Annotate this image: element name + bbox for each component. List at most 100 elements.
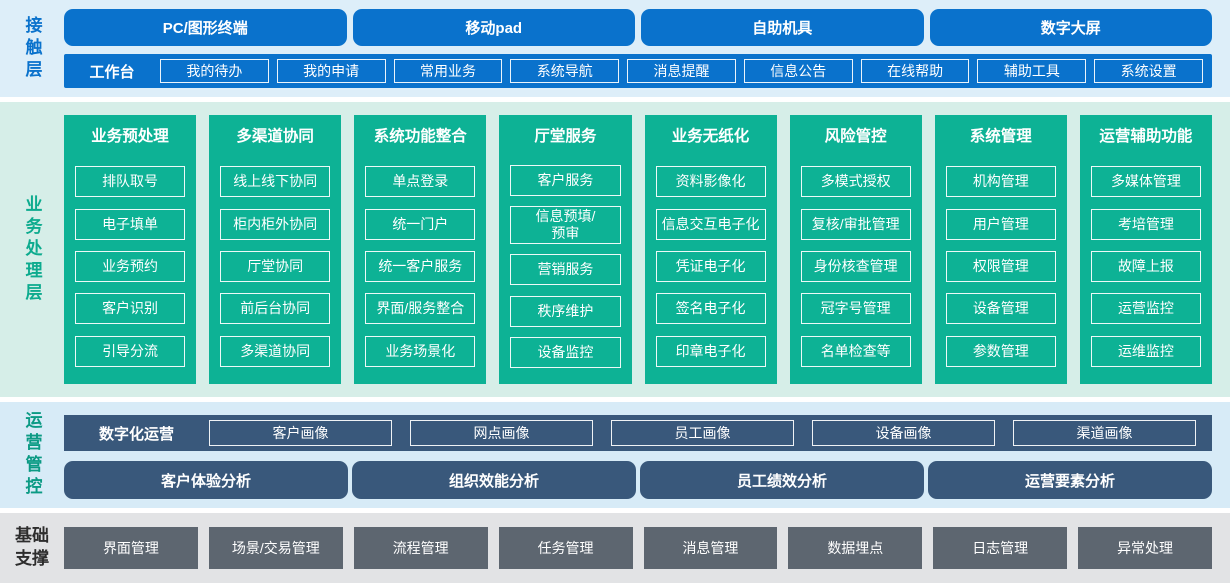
business-column-items: 多模式授权复核/审批管理身份核查管理冠字号管理名单检查等 <box>800 155 911 378</box>
business-item: 运维监控 <box>1090 335 1201 367</box>
business-item: 统一客户服务 <box>365 250 476 282</box>
business-column-title: 运营辅助功能 <box>1099 128 1193 145</box>
business-layer-label: 业务处理层 <box>22 194 42 305</box>
business-column-items: 线上线下协同柜内柜外协同厅堂协同前后台协同多渠道协同 <box>220 155 331 378</box>
portrait-item: 员工画像 <box>611 420 794 446</box>
workbench-item: 常用业务 <box>393 59 503 83</box>
foundation-item: 异常处理 <box>1078 527 1212 569</box>
foundation-item: 流程管理 <box>353 527 488 569</box>
portrait-items: 客户画像网点画像员工画像设备画像渠道画像 <box>209 420 1196 446</box>
business-item: 权限管理 <box>945 250 1056 282</box>
foundation-layer: 基础支撑 界面管理场景/交易管理流程管理任务管理消息管理数据埋点日志管理异常处理 <box>0 513 1230 583</box>
business-column-items: 机构管理用户管理权限管理设备管理参数管理 <box>945 155 1056 378</box>
contact-layer-label: 接触层 <box>22 15 42 82</box>
foundation-item: 数据埋点 <box>788 527 923 569</box>
portrait-item: 渠道画像 <box>1013 420 1196 446</box>
foundation-items: 界面管理场景/交易管理流程管理任务管理消息管理数据埋点日志管理异常处理 <box>64 527 1230 569</box>
business-item: 营销服务 <box>510 254 621 286</box>
business-item: 前后台协同 <box>220 293 331 325</box>
business-column-items: 多媒体管理考培管理故障上报运营监控运维监控 <box>1090 155 1201 378</box>
business-item: 运营监控 <box>1090 293 1201 325</box>
business-item: 用户管理 <box>945 208 1056 240</box>
terminal-box: 数字大屏 <box>929 9 1212 46</box>
workbench-item: 辅助工具 <box>977 59 1087 83</box>
foundation-item: 场景/交易管理 <box>208 527 343 569</box>
business-item: 厅堂协同 <box>220 250 331 282</box>
business-column-title: 业务无纸化 <box>671 128 750 145</box>
foundation-item: 日志管理 <box>933 527 1068 569</box>
analysis-box: 运营要素分析 <box>928 461 1212 499</box>
business-layer-content: 业务预处理 排队取号电子填单业务预约客户识别引导分流 多渠道协同 线上线下协同柜… <box>64 102 1230 397</box>
business-column: 业务无纸化 资料影像化信息交互电子化凭证电子化签名电子化印章电子化 <box>644 115 777 384</box>
business-item: 业务场景化 <box>365 335 476 367</box>
analysis-box: 客户体验分析 <box>64 461 348 499</box>
terminal-box: 移动pad <box>352 9 635 46</box>
workbench-item: 系统导航 <box>510 59 620 83</box>
business-column: 系统功能整合 单点登录统一门户统一客户服务界面/服务整合业务场景化 <box>354 115 487 384</box>
business-item: 排队取号 <box>75 166 186 198</box>
operations-layer-label: 运营管控 <box>22 411 42 499</box>
business-item: 冠字号管理 <box>800 293 911 325</box>
business-item: 统一门户 <box>365 208 476 240</box>
business-item: 印章电子化 <box>655 335 766 367</box>
analysis-row: 客户体验分析组织效能分析员工绩效分析运营要素分析 <box>64 461 1212 499</box>
operations-layer-content: 数字化运营 客户画像网点画像员工画像设备画像渠道画像 客户体验分析组织效能分析员… <box>64 402 1230 508</box>
business-item: 身份核查管理 <box>800 250 911 282</box>
business-columns: 业务预处理 排队取号电子填单业务预约客户识别引导分流 多渠道协同 线上线下协同柜… <box>64 115 1212 384</box>
analysis-box: 组织效能分析 <box>352 461 636 499</box>
workbench-item: 我的申请 <box>276 59 386 83</box>
business-column: 业务预处理 排队取号电子填单业务预约客户识别引导分流 <box>64 115 197 384</box>
workbench-item: 信息公告 <box>743 59 853 83</box>
workbench-item: 在线帮助 <box>860 59 970 83</box>
terminal-box: 自助机具 <box>641 9 924 46</box>
business-item: 考培管理 <box>1090 208 1201 240</box>
foundation-item: 消息管理 <box>643 527 778 569</box>
business-item: 客户服务 <box>510 165 621 197</box>
business-column-items: 排队取号电子填单业务预约客户识别引导分流 <box>75 155 186 378</box>
business-column-title: 风险管控 <box>824 128 887 145</box>
business-item: 签名电子化 <box>655 293 766 325</box>
business-item: 设备监控 <box>510 336 621 368</box>
business-item: 线上线下协同 <box>220 166 331 198</box>
foundation-item: 界面管理 <box>64 527 198 569</box>
foundation-layer-label: 基础支撑 <box>15 526 49 568</box>
business-column: 风险管控 多模式授权复核/审批管理身份核查管理冠字号管理名单检查等 <box>789 115 922 384</box>
business-item: 信息预填/ 预审 <box>510 206 621 245</box>
business-item: 柜内柜外协同 <box>220 208 331 240</box>
business-layer-label-col: 业务处理层 <box>0 102 64 397</box>
business-item: 故障上报 <box>1090 250 1201 282</box>
business-item: 设备管理 <box>945 293 1056 325</box>
business-column-title: 系统管理 <box>969 128 1032 145</box>
portrait-item: 客户画像 <box>209 420 392 446</box>
business-item: 秩序维护 <box>510 295 621 327</box>
business-item: 复核/审批管理 <box>800 208 911 240</box>
foundation-item: 任务管理 <box>498 527 633 569</box>
business-column-title: 多渠道协同 <box>236 128 314 145</box>
workbench-item: 我的待办 <box>160 59 269 83</box>
analysis-box: 员工绩效分析 <box>640 461 924 499</box>
workbench-label: 工作台 <box>89 63 135 81</box>
workbench-bar: 工作台 我的待办我的申请常用业务系统导航消息提醒信息公告在线帮助辅助工具系统设置 <box>64 54 1212 88</box>
contact-layer-label-col: 接触层 <box>0 0 64 97</box>
business-item: 单点登录 <box>365 166 476 198</box>
workbench-items: 我的待办我的申请常用业务系统导航消息提醒信息公告在线帮助辅助工具系统设置 <box>160 59 1204 83</box>
business-column-title: 厅堂服务 <box>534 128 597 145</box>
business-item: 信息交互电子化 <box>655 208 766 240</box>
business-column: 系统管理 机构管理用户管理权限管理设备管理参数管理 <box>934 115 1067 384</box>
business-column-title: 系统功能整合 <box>373 128 467 145</box>
business-item: 名单检查等 <box>800 335 911 367</box>
portrait-item: 设备画像 <box>812 420 995 446</box>
business-column: 运营辅助功能 多媒体管理考培管理故障上报运营监控运维监控 <box>1079 115 1212 384</box>
business-item: 多媒体管理 <box>1090 166 1201 198</box>
business-column-title: 业务预处理 <box>91 128 169 145</box>
business-item: 凭证电子化 <box>655 250 766 282</box>
terminal-box: PC/图形终端 <box>64 9 347 46</box>
portrait-item: 网点画像 <box>410 420 593 446</box>
digital-operations-bar: 数字化运营 客户画像网点画像员工画像设备画像渠道画像 <box>64 415 1212 451</box>
operations-layer-label-col: 运营管控 <box>0 402 64 508</box>
business-item: 界面/服务整合 <box>365 293 476 325</box>
business-item: 引导分流 <box>75 335 186 367</box>
